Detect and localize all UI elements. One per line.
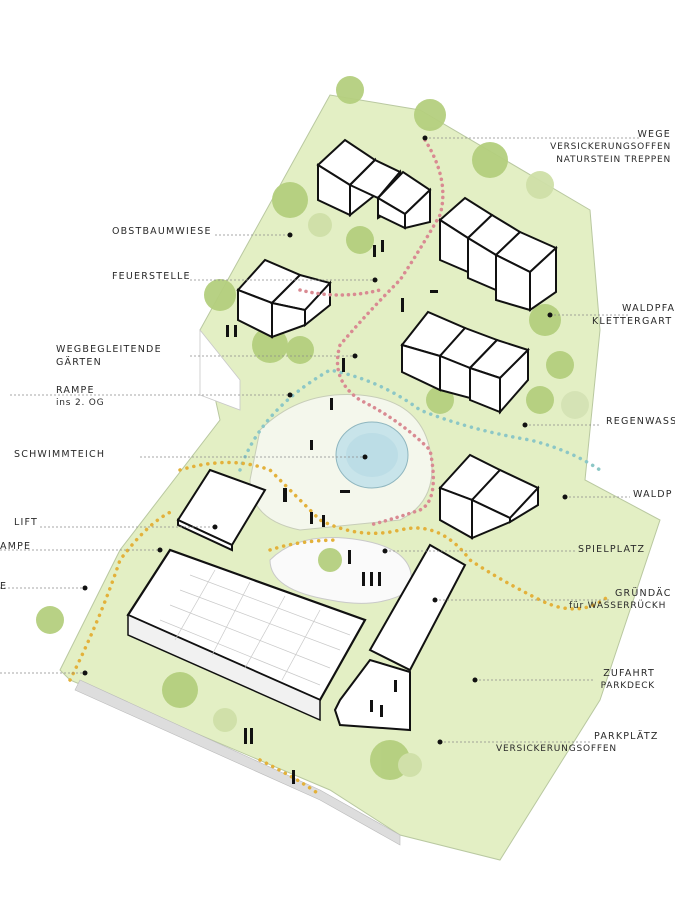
label-left-e: E: [0, 580, 7, 593]
label-rampe-left-text: AMPE: [0, 541, 32, 552]
label-schwimmteich-text: SCHWIMMTEICH: [14, 449, 106, 460]
label-waldpfad-sub: KLETTERGART: [592, 316, 673, 327]
leader-dots: [82, 135, 568, 745]
label-parkplatz-sub: VERSICKERUNGSOFFEN: [496, 744, 617, 754]
label-lift-text: LIFT: [14, 517, 38, 528]
label-spielplatz-text: SPIELPLATZ: [578, 544, 646, 555]
label-waldpfad: WALDPFA KLETTERGART: [592, 302, 675, 328]
label-lift: LIFT: [14, 516, 38, 529]
label-obstbaumwiese: OBSTBAUMWIESE: [112, 225, 212, 238]
label-gruendach: GRÜNDÄC für WASSERRÜCKH: [569, 587, 672, 613]
label-wegbegleitende-sub: GÄRTEN: [56, 357, 102, 368]
central-plaza: [249, 393, 433, 604]
path-red: [298, 138, 445, 527]
label-wege-sub1: VERSICKERUNGSOFFEN: [550, 142, 671, 152]
buildings: [126, 138, 558, 732]
label-wege-sub2: NATURSTEIN TREPPEN: [556, 155, 671, 165]
people-figures: [226, 240, 438, 784]
label-regenwasser: REGENWASS: [606, 415, 675, 428]
label-rampe-left: AMPE: [0, 540, 31, 553]
parking-deck-grid: [159, 569, 351, 686]
label-wegbegleitende-title: WEGBEGLEITENDE: [56, 344, 162, 355]
label-regenwasser-text: REGENWASS: [606, 416, 675, 427]
label-zufahrt-sub: PARKDECK: [600, 681, 655, 691]
label-feuerstelle-text: FEUERSTELLE: [112, 271, 191, 282]
label-parkplatz-title: PARKPLÄTZ: [594, 731, 659, 742]
label-zufahrt: ZUFAHRT PARKDECK: [601, 667, 655, 693]
label-wege: WEGE VERSICKERUNGSOFFEN NATURSTEIN TREPP…: [550, 128, 671, 167]
label-gruendach-sub: für WASSERRÜCKH: [569, 601, 667, 611]
label-rampe: RAMPE ins 2. OG: [56, 384, 104, 410]
label-gruendach-title: GRÜNDÄC: [615, 588, 672, 599]
trees: [36, 76, 589, 780]
label-rampe-title: RAMPE: [56, 385, 95, 396]
label-waldp: WALDP: [633, 488, 673, 501]
label-waldpfad-title: WALDPFA: [622, 303, 675, 314]
label-rampe-sub: ins 2. OG: [56, 398, 105, 408]
label-obstbaumwiese-text: OBSTBAUMWIESE: [112, 226, 212, 237]
label-left-e-text: E: [0, 581, 8, 592]
label-parkplatz: PARKPLÄTZ VERSICKERUNGSOFFEN: [496, 730, 659, 756]
label-waldp-text: WALDP: [633, 489, 673, 500]
label-zufahrt-title: ZUFAHRT: [603, 668, 655, 679]
label-wege-title: WEGE: [637, 129, 671, 140]
label-feuerstelle: FEUERSTELLE: [112, 270, 191, 283]
leader-lines: [0, 137, 640, 743]
label-wegbegleitende-gaerten: WEGBEGLEITENDE GÄRTEN: [56, 343, 162, 369]
label-schwimmteich: SCHWIMMTEICH: [14, 448, 105, 461]
label-spielplatz: SPIELPLATZ: [578, 543, 645, 556]
